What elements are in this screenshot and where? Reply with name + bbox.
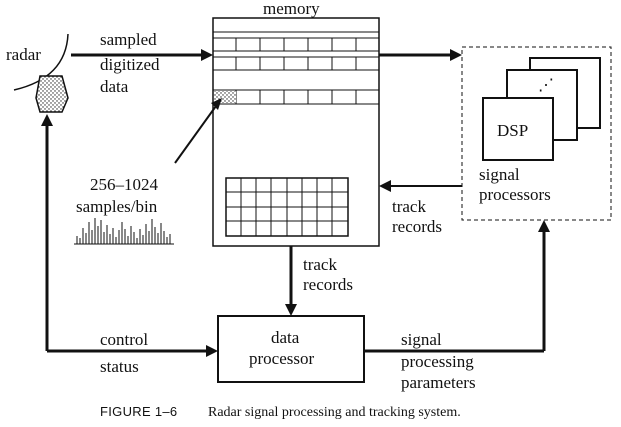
memory-title: memory (263, 0, 320, 18)
sp-params-label-1: signal (401, 330, 442, 349)
track-records-down-1: track (303, 255, 337, 274)
dsp-label: DSP (497, 121, 528, 140)
processing-parameters-arrow (364, 220, 550, 353)
track-records-right-2: records (392, 217, 442, 236)
figure-number: FIGURE 1–6 (100, 404, 177, 419)
sampled-data-arrow (71, 49, 213, 61)
sp-params-label-2: processing (401, 352, 474, 371)
dsp-board-front (482, 97, 554, 161)
data-processor-block (217, 315, 365, 383)
memory-to-processor-arrow (285, 246, 297, 316)
radar-feed-horn (35, 75, 69, 113)
dsp-ellipsis: ⋰ (538, 77, 554, 94)
data-label: data (100, 77, 129, 96)
status-label: status (100, 357, 139, 376)
radar-dish (13, 33, 69, 91)
track-records-down-2: records (303, 275, 353, 294)
digitized-label: digitized (100, 55, 160, 74)
signal-processors-label-1: signal (479, 165, 520, 184)
samples-bin-pointer (174, 98, 222, 164)
samples-per-bin-label: samples/bin (76, 197, 158, 216)
radar-label: radar (6, 45, 41, 64)
track-record-grid (225, 177, 349, 237)
control-status-loop (41, 114, 218, 357)
sample-waveform (74, 218, 174, 245)
data-processor-label-2: processor (249, 349, 314, 368)
sp-params-label-3: parameters (401, 373, 476, 392)
dsp-to-memory-arrow (379, 180, 462, 192)
control-label: control (100, 330, 148, 349)
radar-antenna (13, 33, 69, 113)
samples-count-label: 256–1024 (90, 175, 159, 194)
memory-buffer-rows (213, 31, 379, 105)
sampled-label: sampled (100, 30, 157, 49)
data-processor-label-1: data (271, 328, 300, 347)
memory-to-dsp-arrow (379, 49, 462, 61)
track-records-right-1: track (392, 197, 426, 216)
signal-processors-label-2: processors (479, 185, 551, 204)
figure-caption: Radar signal processing and tracking sys… (208, 405, 461, 420)
